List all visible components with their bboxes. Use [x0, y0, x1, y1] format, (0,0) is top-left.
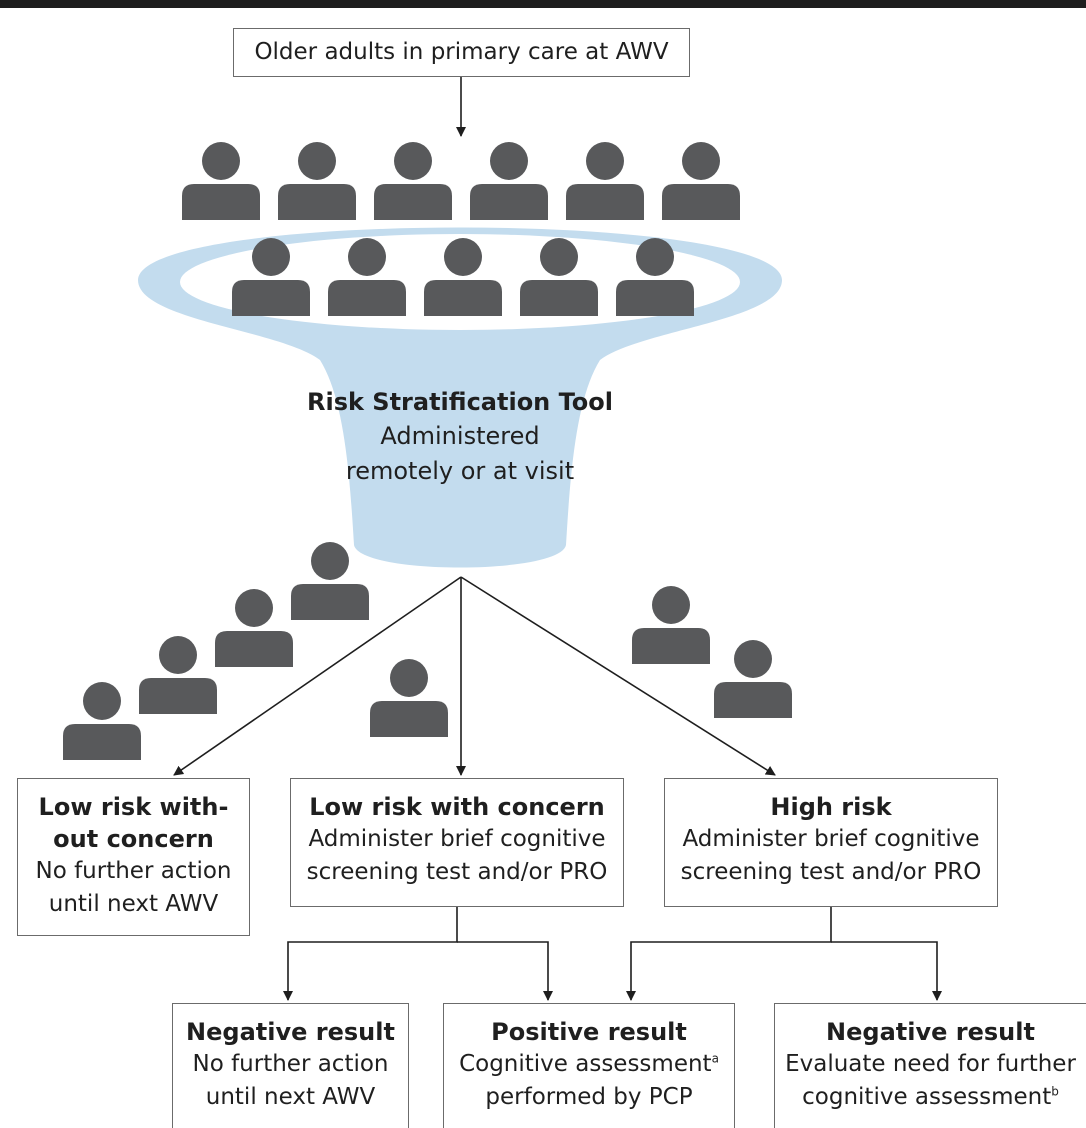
positive-result-body-2: performed by PCP [485, 1084, 693, 1110]
low-risk-with-concern-body-1: Administer brief cognitive [308, 826, 606, 852]
person-icon [215, 589, 293, 667]
people-high-risk [632, 586, 792, 718]
risk-tool-label: Risk Stratification Tool Administered re… [300, 385, 620, 489]
person-icon [182, 142, 260, 220]
risk-tool-line1: Administered [380, 422, 540, 450]
low-risk-with-concern-title: Low risk with concern [309, 793, 605, 821]
high-risk-body-1: Administer brief cognitive [682, 826, 980, 852]
negative-result-left-body-2: until next AWV [205, 1084, 376, 1110]
people-low-no-concern [63, 542, 369, 760]
negative-result-right-body-2: cognitive assessmentb [802, 1084, 1059, 1110]
low-risk-no-concern-title-2: out concern [53, 825, 214, 853]
negative-result-left-body-1: No further action [192, 1051, 389, 1077]
start-box: Older adults in primary care at AWV [233, 28, 690, 77]
risk-tool-line2: remotely or at visit [345, 457, 575, 485]
low-risk-no-concern-title-1: Low risk with- [38, 793, 229, 821]
low-risk-no-concern-body-1: No further action [35, 858, 232, 884]
low-risk-with-concern-body-2: screening test and/or PRO [306, 859, 608, 885]
negative-result-right-box: Negative result Evaluate need for furthe… [774, 1003, 1086, 1128]
person-icon [370, 659, 448, 737]
high-risk-title: High risk [770, 793, 892, 821]
low-risk-no-concern-box: Low risk with- out concern No further ac… [17, 778, 250, 936]
positive-result-box: Positive result Cognitive assessmenta pe… [443, 1003, 735, 1128]
people-low-with-concern [370, 659, 448, 737]
low-risk-no-concern-body-2: until next AWV [48, 891, 219, 917]
person-icon [291, 542, 369, 620]
top-rule [0, 0, 1086, 8]
person-icon [63, 682, 141, 760]
connector-low-with-concern [283, 907, 553, 1001]
connector-high-risk [626, 907, 942, 1001]
person-icon [566, 142, 644, 220]
negative-result-right-title: Negative result [826, 1018, 1035, 1046]
positive-result-body-1: Cognitive assessmenta [459, 1051, 719, 1077]
person-icon [714, 640, 792, 718]
arrow-to-low-no-concern [173, 576, 462, 776]
start-label: Older adults in primary care at AWV [254, 39, 669, 65]
low-risk-with-concern-box: Low risk with concern Administer brief c… [290, 778, 624, 907]
person-icon [278, 142, 356, 220]
high-risk-box: High risk Administer brief cognitive scr… [664, 778, 998, 907]
high-risk-body-2: screening test and/or PRO [680, 859, 982, 885]
person-icon [139, 636, 217, 714]
arrow-to-high-risk [460, 576, 776, 776]
person-icon [662, 142, 740, 220]
negative-result-left-box: Negative result No further action until … [172, 1003, 409, 1128]
person-icon [632, 586, 710, 664]
negative-result-left-title: Negative result [186, 1018, 395, 1046]
person-icon [374, 142, 452, 220]
people-row-top [182, 142, 740, 220]
positive-result-title: Positive result [491, 1018, 687, 1046]
person-icon [470, 142, 548, 220]
risk-tool-title: Risk Stratification Tool [306, 388, 614, 416]
negative-result-right-body-1: Evaluate need for further [785, 1051, 1076, 1077]
